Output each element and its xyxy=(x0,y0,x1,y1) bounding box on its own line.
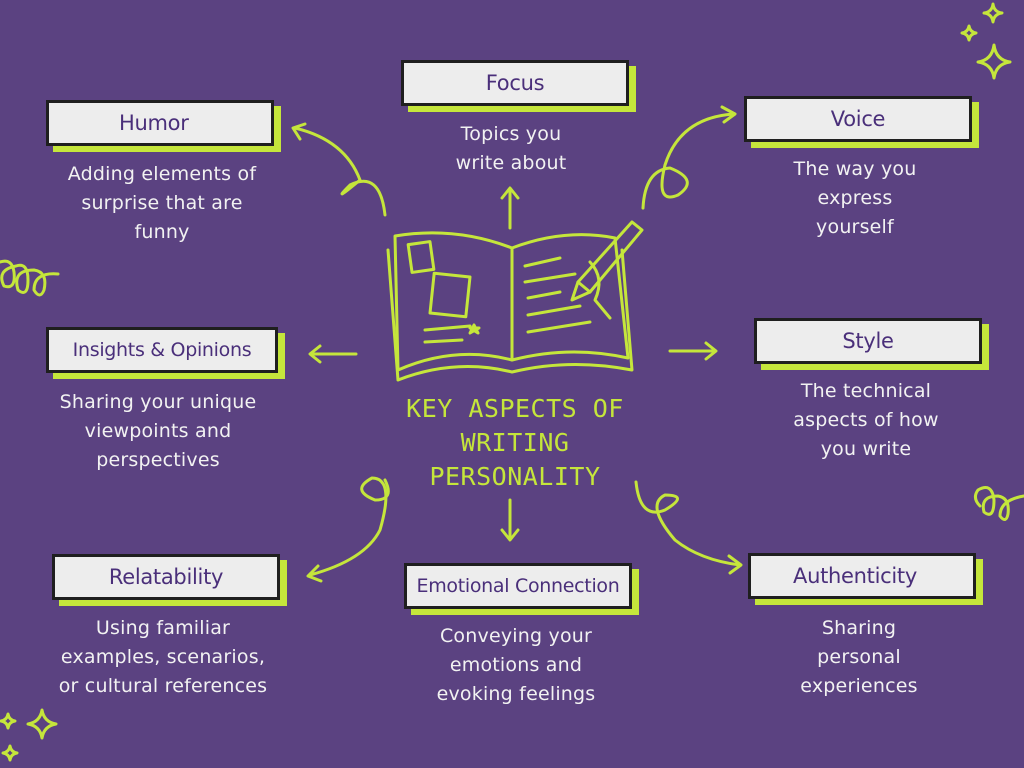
authenticity-label-text: Authenticity xyxy=(793,556,973,596)
relatability-label-text: Relatability xyxy=(55,557,277,597)
desc-line: funny xyxy=(32,218,292,247)
diagram-title: KEY ASPECTS OF WRITING PERSONALITY xyxy=(395,392,635,494)
authenticity-label: Authenticity xyxy=(748,553,976,599)
style-label-text: Style xyxy=(757,321,979,361)
insights-label-text: Insights & Opinions xyxy=(49,330,275,370)
desc-line: evoking feelings xyxy=(404,680,628,709)
relatability-label: Relatability xyxy=(52,554,280,600)
arrow-icon xyxy=(293,107,741,581)
desc-line: express xyxy=(744,184,966,213)
title-line: KEY ASPECTS OF xyxy=(395,392,635,426)
desc-line: Sharing your unique xyxy=(32,388,284,417)
style-label: Style xyxy=(754,318,982,364)
style-description: The technical aspects of how you write xyxy=(750,377,982,464)
voice-label: Voice xyxy=(744,96,972,142)
desc-line: personal xyxy=(748,643,970,672)
focus-label: Focus xyxy=(401,60,629,106)
desc-line: Conveying your xyxy=(404,622,628,651)
desc-line: surprise that are xyxy=(32,189,292,218)
authenticity-description: Sharing personal experiences xyxy=(748,614,970,701)
emotional-connection-label-text: Emotional Connection xyxy=(407,566,629,606)
desc-line: The way you xyxy=(744,155,966,184)
desc-line: Topics you xyxy=(400,120,622,149)
relatability-description: Using familiar examples, scenarios, or c… xyxy=(36,614,290,701)
humor-description: Adding elements of surprise that are fun… xyxy=(32,160,292,247)
desc-line: or cultural references xyxy=(36,672,290,701)
desc-line: examples, scenarios, xyxy=(36,643,290,672)
voice-label-text: Voice xyxy=(747,99,969,139)
focus-label-text: Focus xyxy=(404,63,626,103)
desc-line: write about xyxy=(400,149,622,178)
desc-line: Using familiar xyxy=(36,614,290,643)
emotional-connection-description: Conveying your emotions and evoking feel… xyxy=(404,622,628,709)
focus-description: Topics you write about xyxy=(400,120,622,178)
humor-label: Humor xyxy=(46,100,274,146)
voice-description: The way you express yourself xyxy=(744,155,966,242)
humor-label-text: Humor xyxy=(119,103,271,143)
insights-label: Insights & Opinions xyxy=(46,327,278,373)
desc-line: experiences xyxy=(748,672,970,701)
emotional-connection-label: Emotional Connection xyxy=(404,563,632,609)
desc-line: you write xyxy=(750,435,982,464)
desc-line: aspects of how xyxy=(750,406,982,435)
desc-line: viewpoints and xyxy=(32,417,284,446)
desc-line: Sharing xyxy=(748,614,970,643)
open-book-icon xyxy=(388,233,632,380)
desc-line: The technical xyxy=(750,377,982,406)
desc-line: perspectives xyxy=(32,446,284,475)
desc-line: Adding elements of xyxy=(32,160,292,189)
desc-line: emotions and xyxy=(404,651,628,680)
insights-description: Sharing your unique viewpoints and persp… xyxy=(32,388,284,475)
title-line: PERSONALITY xyxy=(395,460,635,494)
title-line: WRITING xyxy=(395,426,635,460)
desc-line: yourself xyxy=(744,213,966,242)
